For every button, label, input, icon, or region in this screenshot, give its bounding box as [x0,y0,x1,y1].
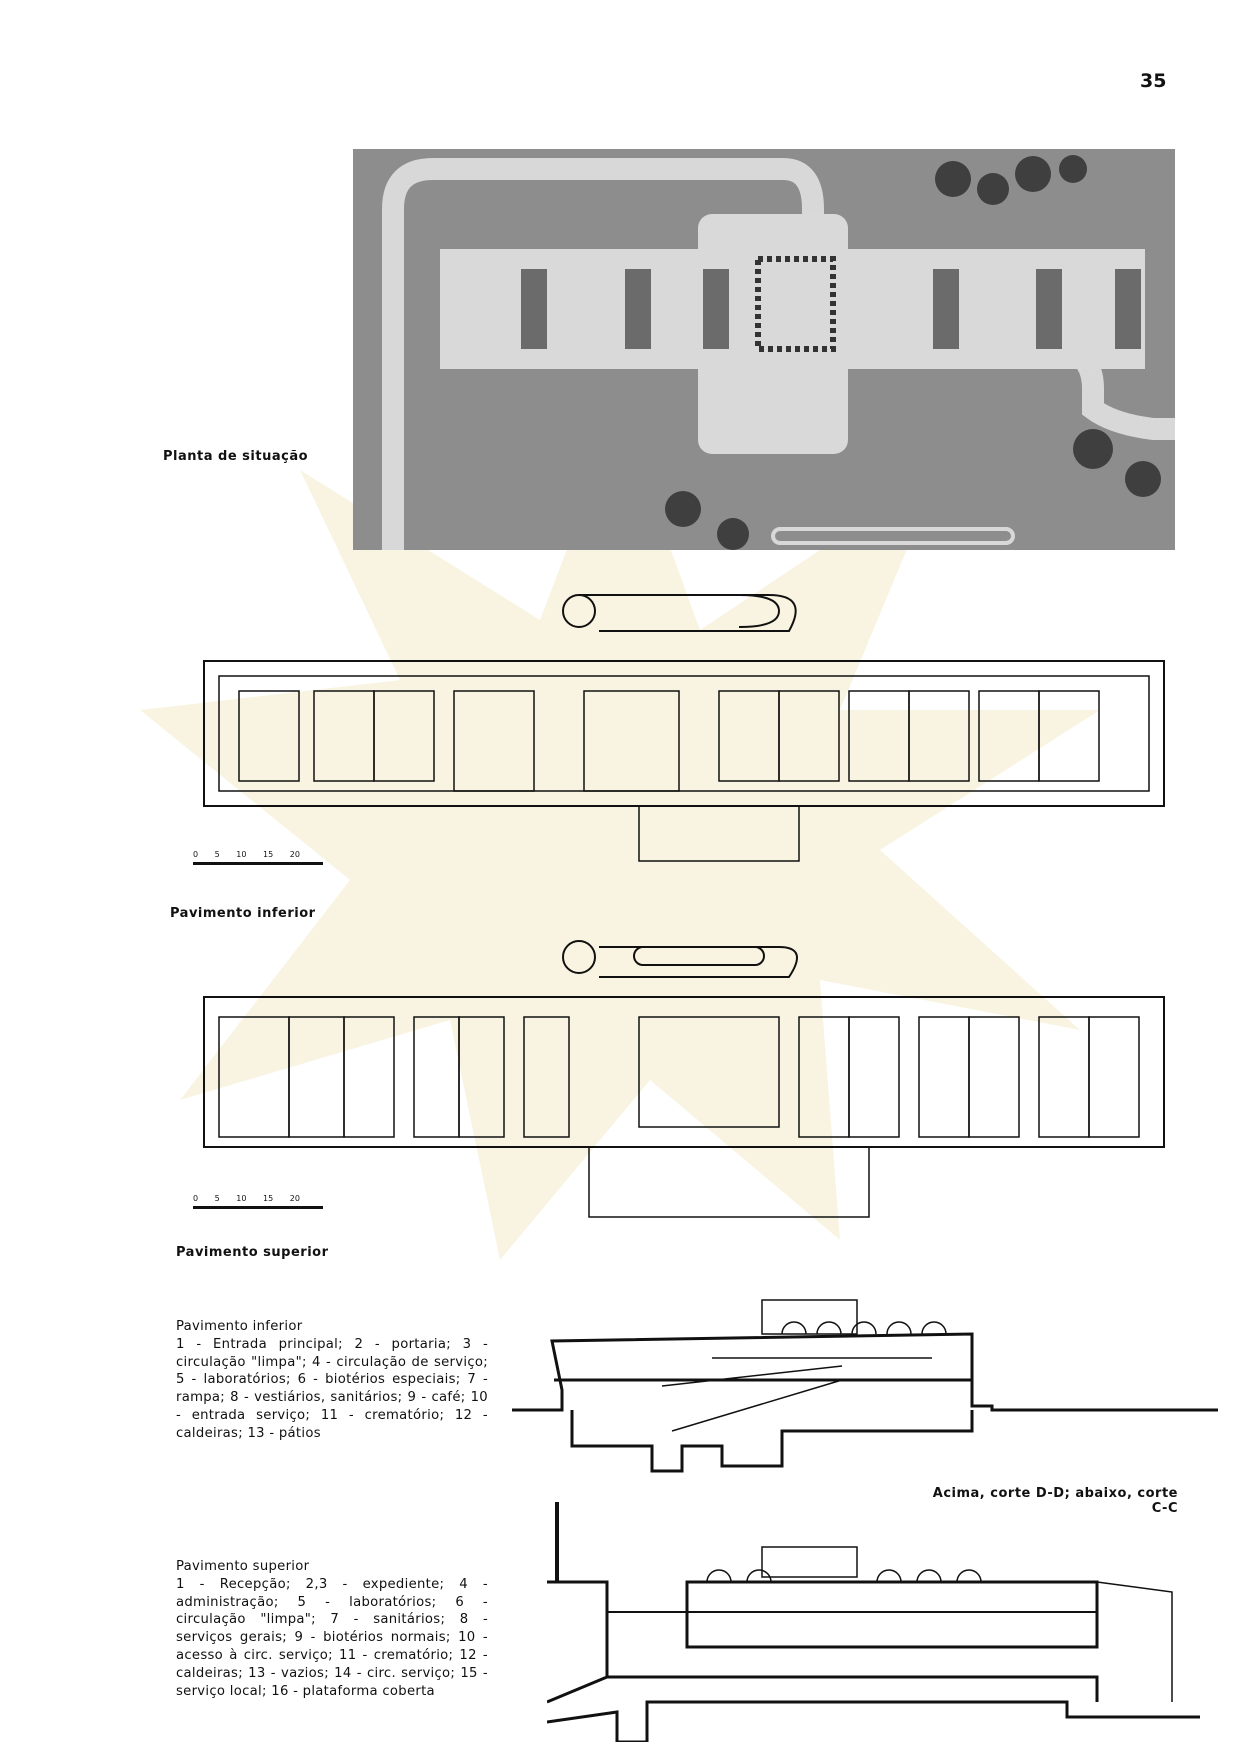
lower-floor-caption: Pavimento inferior [170,906,316,921]
legend-text: 1 - Recepção; 2,3 - expediente; 4 - admi… [176,1576,488,1699]
watermark-star [140,410,1100,1260]
legend-upper-floor: Pavimento superior 1 - Recepção; 2,3 - e… [176,1558,488,1700]
scale-bar-labels-lower: 0 5 10 15 20 [193,850,300,859]
legend-title: Pavimento inferior [176,1319,303,1334]
scale-label: 20 [289,850,300,859]
upper-floor-plan [203,940,1165,1218]
site-plan-caption: Planta de situação [163,449,309,464]
scale-label: 20 [289,1194,300,1203]
section-c-c [547,1502,1200,1742]
lower-floor-plan [203,594,1165,862]
scale-label: 10 [236,850,247,859]
legend-title: Pavimento superior [176,1559,310,1574]
section-d-d [512,1299,1218,1473]
legend-text: 1 - Entrada principal; 2 - portaria; 3 -… [176,1336,488,1441]
scale-bar [193,862,323,865]
scale-bar [193,1206,323,1209]
scale-label: 10 [236,1194,247,1203]
scale-bar-labels-upper: 0 5 10 15 20 [193,1194,300,1203]
sections-caption: Acima, corte D-D; abaixo, corte C-C [932,1486,1178,1516]
scale-label: 0 [193,1194,199,1203]
scale-label: 5 [214,850,220,859]
page-number: 35 [1140,70,1167,92]
upper-floor-caption: Pavimento superior [176,1245,329,1260]
scale-label: 0 [193,850,199,859]
scale-label: 15 [263,850,274,859]
site-plan-image [353,149,1175,550]
legend-lower-floor: Pavimento inferior 1 - Entrada principal… [176,1318,488,1443]
scale-label: 5 [214,1194,220,1203]
scale-label: 15 [263,1194,274,1203]
